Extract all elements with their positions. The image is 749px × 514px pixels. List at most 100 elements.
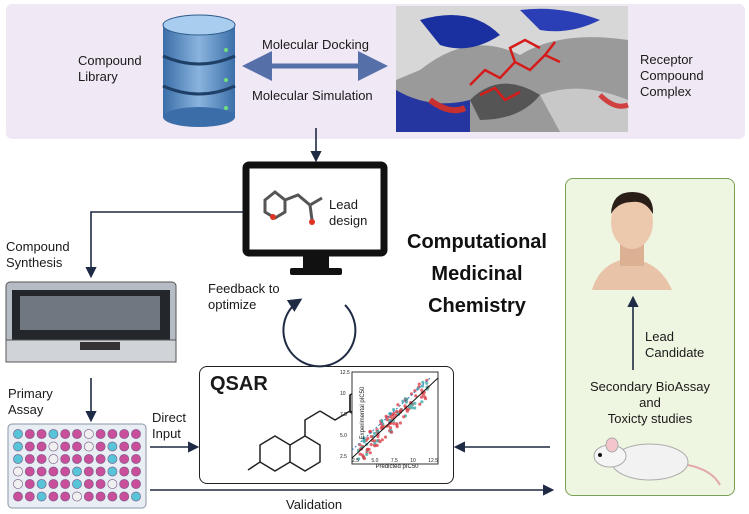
well: [36, 441, 47, 452]
well: [48, 479, 59, 489]
well: [107, 441, 118, 452]
well: [48, 454, 59, 464]
well: [119, 441, 130, 452]
lead-design-line: Lead: [329, 197, 358, 212]
scatter-point: [425, 381, 429, 385]
xtick: 10: [410, 458, 416, 464]
well: [60, 441, 71, 452]
scatter-point: [413, 389, 417, 393]
scatter-point: [410, 406, 414, 410]
well: [83, 441, 94, 452]
well: [95, 491, 106, 502]
well: [107, 491, 118, 502]
scatter-point: [413, 406, 417, 410]
scatter-point: [402, 415, 406, 419]
synthesis-line: Compound: [6, 239, 70, 254]
well: [48, 441, 59, 452]
scatter-point: [368, 451, 372, 455]
well: [60, 429, 71, 439]
scatter-point: [401, 399, 405, 403]
primary-assay-line: Primary: [8, 386, 53, 401]
well: [83, 454, 94, 464]
scatter-point: [420, 384, 425, 388]
secondary-bioassay-label: Secondary BioAssay and Toxicty studies: [570, 379, 730, 427]
well: [24, 454, 35, 464]
well: [60, 454, 71, 464]
compound-library-label: Compound Library: [78, 53, 142, 85]
scatter-point: [376, 434, 380, 439]
scatter-point: [417, 382, 421, 386]
scatter-point: [357, 457, 361, 461]
qsar-title: QSAR: [210, 373, 268, 395]
well: [24, 429, 35, 439]
scatter-point: [385, 418, 389, 422]
scatter-point: [421, 380, 425, 384]
plot-xticks: 2.5 5.0 7.5 10 12.5: [352, 458, 438, 464]
scatter-point: [418, 402, 422, 406]
well: [119, 429, 130, 439]
well: [119, 479, 130, 489]
well: [13, 441, 23, 452]
scatter-point: [369, 443, 373, 447]
qsar-scatter-plot: [351, 371, 439, 465]
molecular-docking-label: Molecular Docking: [262, 37, 369, 52]
well: [131, 441, 141, 452]
well: [119, 491, 130, 502]
well: [83, 479, 94, 489]
scatter-point: [392, 408, 396, 412]
scatter-point: [420, 400, 424, 404]
scatter-point: [369, 435, 373, 439]
direct-input-line: Input: [152, 426, 181, 441]
scatter-point: [392, 422, 396, 426]
scatter-point: [375, 439, 380, 443]
scatter-point: [360, 453, 364, 457]
well: [24, 479, 35, 489]
title-line: Chemistry: [428, 295, 526, 317]
well: [83, 466, 94, 477]
scatter-point: [373, 439, 377, 443]
feedback-label: Feedback to optimize: [208, 281, 280, 313]
scatter-point: [395, 425, 399, 429]
primary-assay-label: Primary Assay: [8, 386, 53, 418]
well: [24, 491, 35, 502]
well: [107, 429, 118, 439]
well: [107, 479, 118, 489]
scatter-point: [395, 410, 399, 414]
compound-synthesis-label: Compound Synthesis: [6, 239, 70, 271]
scatter-point: [419, 395, 424, 399]
well: [131, 429, 141, 439]
well: [83, 491, 94, 502]
scatter-point: [388, 426, 393, 430]
well: [36, 491, 47, 502]
well: [36, 429, 47, 439]
feedback-cycle-arrow: [282, 298, 357, 368]
receptor-line: Compound: [640, 68, 704, 83]
main-title: Computational Medicinal Chemistry: [392, 226, 562, 322]
scatter-point: [403, 404, 407, 408]
mouse-icon: [593, 437, 721, 486]
scatter-point: [399, 408, 403, 412]
compound-library-line: Compound: [78, 53, 142, 68]
validation-label: Validation: [286, 497, 343, 512]
well: [83, 429, 94, 439]
plot-ylabel: Experimental pIC50: [360, 386, 366, 440]
well: [119, 454, 130, 464]
well: [72, 429, 82, 439]
compound-library-line: Library: [78, 69, 118, 84]
direct-input-label: Direct Input: [152, 410, 186, 442]
well: [131, 479, 141, 489]
well: [119, 466, 130, 477]
scatter-point: [405, 409, 409, 413]
receptor-complex-label: Receptor Compound Complex: [640, 52, 704, 100]
xtick: 2.5: [352, 458, 359, 464]
title-line: Computational: [407, 231, 547, 253]
database-icon: [162, 14, 236, 127]
xtick: 12.5: [428, 458, 438, 464]
lead-candidate-label: Lead Candidate: [645, 329, 704, 361]
scatter-point: [375, 443, 379, 447]
well: [131, 466, 141, 477]
well: [48, 491, 59, 502]
well: [60, 491, 71, 502]
feedback-line: Feedback to: [208, 281, 280, 296]
